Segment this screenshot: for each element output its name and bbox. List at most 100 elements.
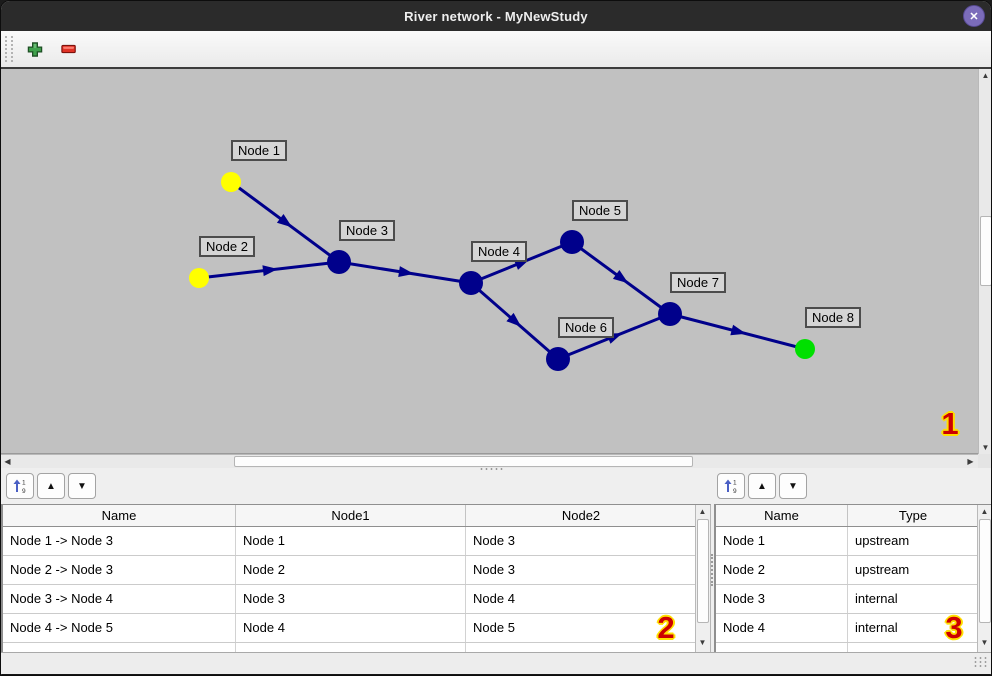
plus-icon <box>27 41 43 57</box>
status-bar <box>1 652 991 674</box>
cell[interactable]: Node 3 <box>716 585 848 613</box>
window-title: River network - MyNewStudy <box>404 8 588 24</box>
node-table-scrollbar[interactable]: ▲ ▼ <box>977 505 991 652</box>
node-label: Node 2 <box>199 236 255 257</box>
reach-table-scrollbar[interactable]: ▲ ▼ <box>695 505 710 652</box>
vertical-scroll-thumb[interactable] <box>980 216 991 286</box>
node-label: Node 3 <box>339 220 395 241</box>
reach-move-up-button[interactable]: ▲ <box>37 473 65 499</box>
edge-arrow-icon <box>506 312 522 327</box>
network-node[interactable] <box>560 230 584 254</box>
cell[interactable]: Node 3 -> Node 4 <box>3 585 236 613</box>
table-scroll-thumb[interactable] <box>697 519 709 623</box>
table-scroll-thumb[interactable] <box>979 519 991 623</box>
remove-button[interactable] <box>55 35 83 63</box>
network-node[interactable] <box>459 271 483 295</box>
close-button[interactable]: ✕ <box>963 5 985 27</box>
node-move-up-button[interactable]: ▲ <box>748 473 776 499</box>
annotation-3: 3 <box>945 610 963 645</box>
annotation-1: 1 <box>941 406 959 441</box>
cell[interactable]: Node 2 <box>716 556 848 584</box>
cell[interactable]: upstream <box>848 556 979 584</box>
up-triangle-icon: ▲ <box>757 480 767 492</box>
cell[interactable]: Node 4 <box>466 585 697 613</box>
node-label: Node 7 <box>670 272 726 293</box>
table-splitter-handle[interactable] <box>711 554 716 586</box>
edge-arrow-icon <box>276 214 293 228</box>
cell[interactable]: Node 2 <box>236 556 466 584</box>
panel-splitter-handle[interactable] <box>479 467 505 471</box>
svg-text:9: 9 <box>733 488 737 494</box>
network-node[interactable] <box>189 268 209 288</box>
node-sort-button[interactable]: 1 9 <box>717 473 745 499</box>
network-node[interactable] <box>221 172 241 192</box>
canvas-vertical-scrollbar[interactable]: ▲ ▼ <box>978 69 991 454</box>
edge-arrow-icon <box>262 265 278 277</box>
cell[interactable]: Node 4 <box>716 614 848 642</box>
column-header[interactable]: Name <box>716 505 848 526</box>
sort-icon: 1 9 <box>13 479 26 494</box>
column-header[interactable]: Node2 <box>466 505 697 526</box>
svg-text:1: 1 <box>22 480 26 487</box>
cell[interactable]: Node 1 -> Node 3 <box>3 527 236 555</box>
scroll-up-icon[interactable]: ▲ <box>698 507 707 516</box>
canvas-horizontal-scrollbar[interactable]: ◀ ▶ <box>1 454 978 468</box>
reach-sort-button[interactable]: 1 9 <box>6 473 34 499</box>
toolbar <box>1 31 991 69</box>
window-bottom-edge <box>1 674 991 675</box>
cell[interactable]: Node 1 <box>236 527 466 555</box>
node-move-down-button[interactable]: ▼ <box>779 473 807 499</box>
close-icon: ✕ <box>969 10 979 23</box>
cell[interactable]: Node 3 <box>466 527 697 555</box>
network-node[interactable] <box>327 250 351 274</box>
toolbar-drag-handle[interactable] <box>5 36 13 62</box>
edge-arrow-icon <box>730 324 747 336</box>
scroll-down-icon[interactable]: ▼ <box>980 638 989 647</box>
scrollbar-corner <box>978 454 991 468</box>
scroll-down-icon[interactable]: ▼ <box>981 443 990 452</box>
reach-move-down-button[interactable]: ▼ <box>68 473 96 499</box>
add-button[interactable] <box>21 35 49 63</box>
cell[interactable]: Node 4 -> Node 5 <box>3 614 236 642</box>
cell[interactable]: Node 4 <box>236 614 466 642</box>
svg-text:9: 9 <box>22 488 26 494</box>
down-triangle-icon: ▼ <box>788 480 798 492</box>
up-triangle-icon: ▲ <box>46 480 56 492</box>
scroll-down-icon[interactable]: ▼ <box>698 638 707 647</box>
network-node[interactable] <box>795 339 815 359</box>
resize-grip[interactable] <box>973 656 987 668</box>
scroll-up-icon[interactable]: ▲ <box>981 71 990 80</box>
column-header[interactable]: Type <box>848 505 979 526</box>
column-header[interactable]: Node1 <box>236 505 466 526</box>
node-label: Node 6 <box>558 317 614 338</box>
scroll-right-icon[interactable]: ▶ <box>967 457 974 466</box>
cell[interactable]: Node 2 -> Node 3 <box>3 556 236 584</box>
network-node[interactable] <box>546 347 570 371</box>
cell[interactable]: Node 3 <box>236 585 466 613</box>
horizontal-scroll-thumb[interactable] <box>234 456 693 467</box>
network-node[interactable] <box>658 302 682 326</box>
down-triangle-icon: ▼ <box>77 480 87 492</box>
edge-arrow-icon <box>398 266 414 277</box>
cell[interactable]: Node 1 <box>716 527 848 555</box>
river-network-graph <box>189 172 815 371</box>
title-bar[interactable]: River network - MyNewStudy ✕ <box>1 1 991 31</box>
column-header[interactable]: Name <box>3 505 236 526</box>
scroll-left-icon[interactable]: ◀ <box>4 457 11 466</box>
node-label: Node 1 <box>231 140 287 161</box>
cell[interactable]: Node 3 <box>466 556 697 584</box>
cell[interactable]: upstream <box>848 527 979 555</box>
scroll-up-icon[interactable]: ▲ <box>980 507 989 516</box>
node-label: Node 4 <box>471 241 527 262</box>
cell[interactable]: internal <box>848 585 979 613</box>
